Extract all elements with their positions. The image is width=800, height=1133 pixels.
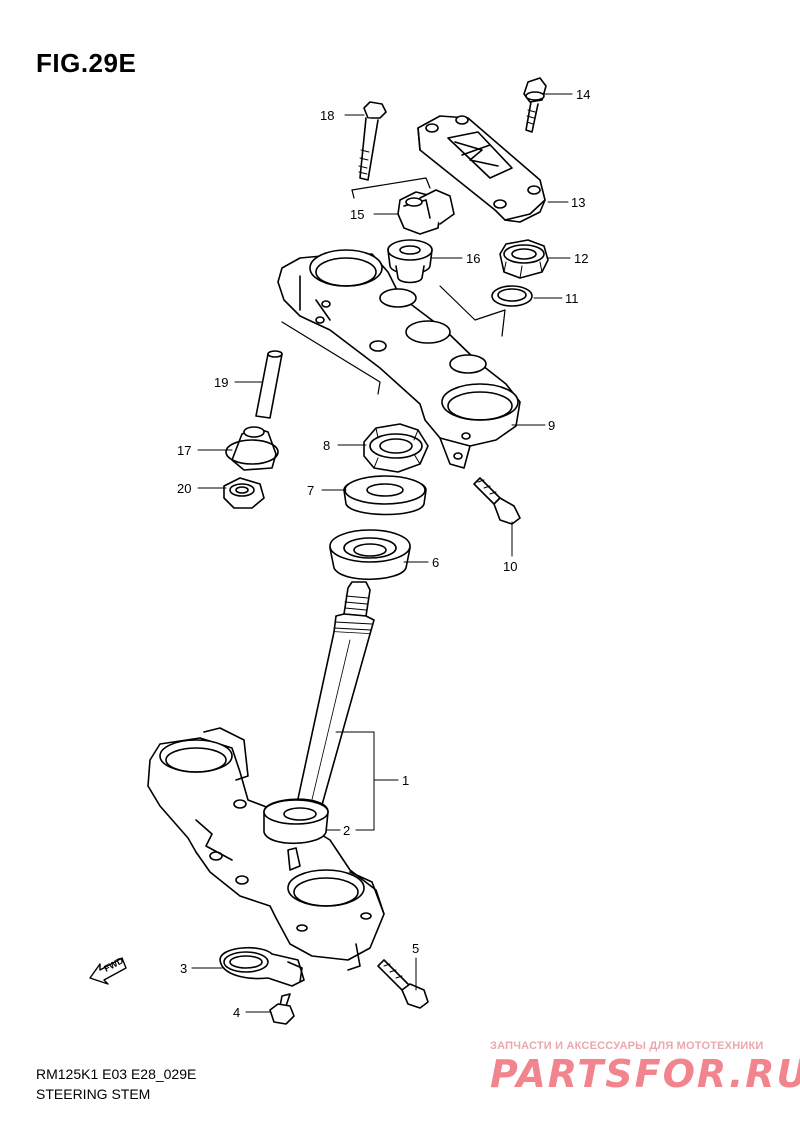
callout-16: 16 xyxy=(466,251,480,266)
callout-15: 15 xyxy=(350,207,364,222)
callout-5: 5 xyxy=(412,941,419,956)
forward-arrow-icon: FWD xyxy=(89,955,127,985)
watermark-tagline: ЗАПЧАСТИ И АКСЕССУАРЫ ДЛЯ МОТОТЕХНИКИ xyxy=(490,1040,764,1052)
part-1-steering-stem xyxy=(147,581,385,971)
part-18-bolt xyxy=(358,101,387,181)
part-4-bolt xyxy=(269,993,295,1025)
part-14-bolt xyxy=(523,77,547,133)
callout-18: 18 xyxy=(320,108,334,123)
part-9-upper-bracket xyxy=(277,249,521,469)
callout-6: 6 xyxy=(432,555,439,570)
callout-7: 7 xyxy=(307,483,314,498)
watermark-logo: PARTSFOR.RU xyxy=(490,1052,800,1096)
callout-9: 9 xyxy=(548,418,555,433)
callout-17: 17 xyxy=(177,443,191,458)
part-7-dust-seal xyxy=(343,475,427,516)
callout-20: 20 xyxy=(177,481,191,496)
part-10-bolt xyxy=(473,477,521,525)
part-17-cushion xyxy=(225,426,279,471)
callout-19: 19 xyxy=(214,375,228,390)
callout-12: 12 xyxy=(574,251,588,266)
part-3-clamp xyxy=(219,946,305,987)
callout-14: 14 xyxy=(576,87,590,102)
callout-1: 1 xyxy=(402,773,409,788)
part-20-grommet xyxy=(223,477,265,509)
part-2-lower-bearing xyxy=(263,798,329,845)
part-8-lock-nut xyxy=(363,423,429,473)
part-5-bolt xyxy=(377,959,429,1009)
part-6-bearing xyxy=(329,529,411,581)
figure-subtitle: STEERING STEM xyxy=(36,1086,151,1102)
callout-3: 3 xyxy=(180,961,187,976)
part-11-washer xyxy=(491,285,533,307)
callout-4: 4 xyxy=(233,1005,240,1020)
part-16-damper xyxy=(387,239,433,284)
callout-11: 11 xyxy=(565,291,579,306)
figure-title: FIG.29E xyxy=(36,48,137,78)
callout-leaders xyxy=(191,93,573,1013)
callout-8: 8 xyxy=(323,438,330,453)
callout-10: 10 xyxy=(503,559,517,574)
model-code: RM125K1 E03 E28_029E xyxy=(36,1066,197,1082)
callout-2: 2 xyxy=(343,823,350,838)
part-15-holder xyxy=(397,189,455,235)
part-19-pin xyxy=(255,350,283,419)
part-12-stem-nut xyxy=(499,239,549,279)
assembly-guide-lines xyxy=(281,177,506,395)
callout-labels: 1 2 3 4 5 6 7 8 9 10 11 12 13 14 15 16 1… xyxy=(177,87,590,1020)
part-13-upper-clamp xyxy=(417,115,546,223)
callout-13: 13 xyxy=(571,195,585,210)
